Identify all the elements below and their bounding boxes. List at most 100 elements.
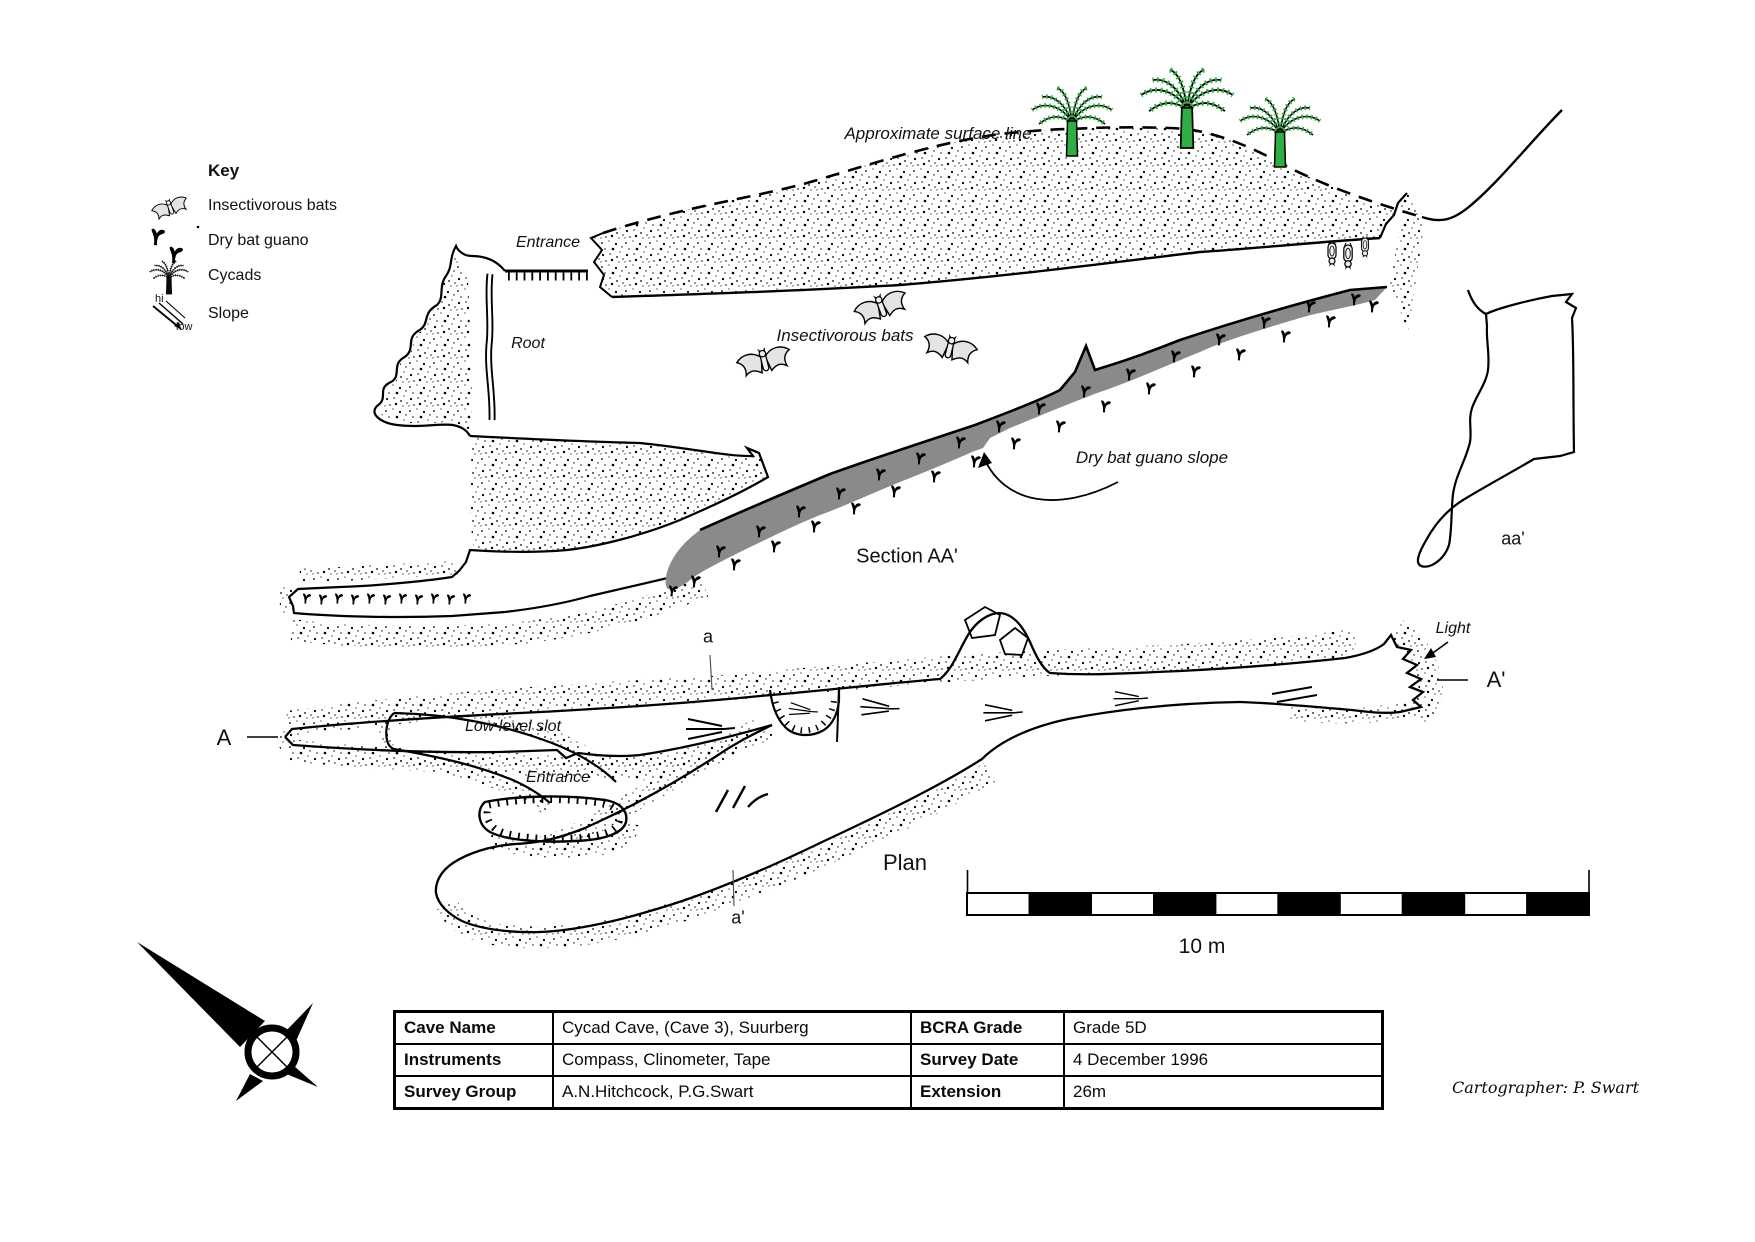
cave-ceiling-line [611,236,1381,299]
compass-spike-sw [236,1074,263,1101]
survey-date-value: 4 December 1996 [1063,1043,1384,1077]
compass-cross [253,1033,291,1071]
compass-spike-se [284,1066,318,1087]
flying-bat-icon [850,284,912,328]
key-slope-hi: hi [155,293,164,305]
section-title: Section AA' [856,545,958,568]
key-item-cycads: Cycads [208,267,262,284]
survey-date-header: Survey Date [910,1043,1065,1077]
plan-entrance-label: Entrance [525,769,591,786]
survey-group-header: Survey Group [393,1075,554,1110]
flying-bat-icon [920,327,980,366]
key-guano-icon [169,246,183,264]
section-ground-stipple [591,127,1422,298]
hanging-bat-icon [1361,235,1369,259]
scale-bar [966,870,1590,916]
plan-stipple-north [286,629,1357,737]
table-row: Cave Name Cycad Cave, (Cave 3), Suurberg… [393,1010,1384,1045]
slope-lines [1271,686,1318,703]
plan-stipple-chamber [1389,619,1443,723]
aa-prime-outline [1416,289,1578,568]
bcra-grade-header: BCRA Grade [910,1010,1065,1045]
plan-stipple-arm-s [390,748,553,815]
guano-slope-arrowhead [978,452,992,468]
slope-arrow-icon [858,697,901,719]
entrance-right-jag [589,232,613,298]
key-item-insectivorous-bats: Insectivorous bats [208,197,337,214]
hanging-bat-icon [1327,240,1337,268]
guano-row [303,593,472,605]
key-slope-icon [152,300,186,330]
boulder [998,626,1030,656]
wedge-outline [287,434,770,619]
guano-slope-label: Dry bat guano slope [1075,448,1229,467]
surface-line-label: Approximate surface line [844,124,1032,143]
key-guano-dot [196,225,200,229]
plan-arm-tip [385,712,395,751]
light-arrowhead [1424,648,1436,659]
guano-slope-topline [699,285,1388,532]
left-wall-stipple [379,252,472,430]
low-level-slot-label: Low level slot [464,718,562,735]
passage-stipple-top [299,561,459,583]
key-item-dry-bat-guano: Dry bat guano [208,232,309,249]
aa-prime-label: aa' [1501,528,1525,549]
surface-solid-line [1421,109,1563,222]
plan-stipple-a-tip [277,725,293,751]
plan-title: Plan [882,850,928,875]
key-bat-icon [149,192,191,222]
flying-bat-icon [734,340,794,379]
plan-view [247,605,1468,949]
survey-info-table: Cave Name Cycad Cave, (Cave 3), Suurberg… [393,1010,1384,1110]
cave-name-header: Cave Name [393,1010,554,1045]
insectivorous-bats-label: Insectivorous bats [776,326,914,345]
plan-stipple-se-diag [436,762,996,949]
north-arrow [137,942,318,1101]
key-item-slope: Slope [208,305,249,322]
compass-needle [137,942,265,1047]
extension-value: 26m [1063,1075,1384,1110]
slope-arrow-icon [1112,691,1149,707]
marker-a-prime-line [732,869,735,907]
light-label: Light [1435,620,1471,637]
plan-north-wall [284,611,1426,738]
instruments-value: Compass, Clinometer, Tape [552,1043,912,1077]
instruments-header: Instruments [393,1043,554,1077]
slot-hook [768,686,841,743]
table-row: Instruments Compass, Clinometer, Tape Su… [393,1043,1384,1077]
plan-arm-north [393,711,617,783]
key-icons [148,192,200,330]
hash-marks [714,785,769,813]
boulder [963,605,1002,639]
section-right-stipple [1390,193,1425,332]
section-view [279,70,1578,648]
root-line-inner [487,273,494,421]
passage-stipple-bottom [290,576,709,648]
survey-group-value: A.N.Hitchcock, P.G.Swart [552,1075,912,1110]
compass-spike-ne [285,1003,313,1041]
plan-branch-outline [434,700,1241,934]
plan-marker-A-prime: A' [1486,667,1506,692]
plan-marker-a-prime: a' [731,907,745,928]
key-title: Key [208,161,240,180]
plan-stipple-arm-n [393,700,617,779]
key-slope-low: low [176,321,193,333]
root-label: Root [511,335,545,352]
right-wall-jag [1378,192,1408,239]
cartographer-credit: Cartographer: P. Swart [1452,1078,1640,1097]
slope-arrow-icon [787,701,820,720]
wedge-stipple [470,437,768,551]
slope-arrow-icon [982,703,1024,722]
plan-marker-A: A [216,725,232,750]
plan-arm-south [393,747,551,804]
key-guano-icon [151,228,165,246]
hatched-pocket [478,795,628,843]
plan-marker-a: a [702,626,714,647]
table-row: Survey Group A.N.Hitchcock, P.G.Swart Ex… [393,1075,1384,1110]
key-cycad-icon [148,260,190,296]
section-entrance-label: Entrance [515,234,581,251]
plan-south-wall [284,723,773,760]
cave-name-value: Cycad Cave, (Cave 3), Suurberg [552,1010,912,1045]
